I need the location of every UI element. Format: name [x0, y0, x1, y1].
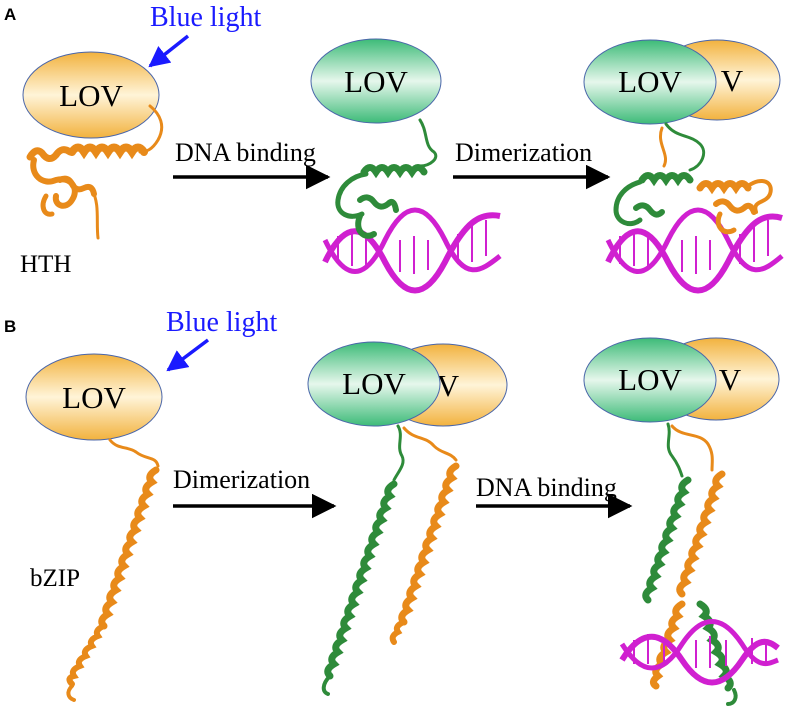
panel-b-bzip-orange-mid [389, 426, 460, 645]
panel-a-lov-lit-label: LOV [344, 64, 408, 99]
panel-b-blue-light-label: Blue light [166, 307, 277, 338]
panel-a-lov-dimer-label: LOV [618, 64, 682, 99]
panel-b-lov-dimer-label-right: LOV [618, 362, 682, 397]
panel-b-lov-dark-label: LOV [62, 380, 126, 415]
panel-a-dna-middle [322, 207, 502, 294]
panel-a-label: A [4, 5, 16, 24]
panel-a-lov-lit-ellipse [310, 38, 442, 124]
panel-a-lov-dark-ellipse [22, 51, 160, 139]
panel-a-domain-label: HTH [20, 251, 71, 278]
panel-b-lov-dark-ellipse [25, 353, 163, 441]
panel-b-bzip-protein [66, 438, 160, 702]
panel-b: B Blue light LOV bZIP Dimerization V LOV [4, 307, 780, 706]
panel-a-hth-protein [26, 104, 164, 240]
panel-a-blue-light-label: Blue light [150, 2, 261, 33]
panel-a-hth-protein-bound [335, 118, 438, 239]
panel-a: A Blue light LOV HTH DNA binding LOV [4, 2, 784, 294]
panel-b-step2-label: DNA binding [476, 473, 617, 502]
panel-a-dna-right [605, 207, 784, 294]
panel-b-label: B [4, 317, 16, 336]
panel-a-step2-label: Dimerization [455, 138, 592, 167]
panel-a-lov-dark-label: LOV [59, 78, 123, 113]
panel-b-lov-dimer-ellipse-right [583, 337, 717, 423]
panel-a-hth-dimer-green [613, 122, 706, 227]
panel-b-bzip-green-mid [321, 424, 405, 696]
panel-b-lov-dimer-ellipse-mid [307, 341, 441, 427]
panel-b-lov-partner-label-mid: V [437, 368, 460, 403]
panel-a-hth-dimer-orange [659, 126, 773, 235]
panel-a-lov-partner-label: V [721, 63, 744, 98]
panel-b-lov-partner-label-right: V [719, 362, 742, 397]
panel-b-domain-label: bZIP [30, 565, 80, 592]
panel-a-step1-label: DNA binding [175, 138, 316, 167]
panel-a-lov-dimer-ellipse [583, 39, 717, 125]
panel-b-step1-label: Dimerization [173, 465, 310, 494]
panel-b-dna-right [619, 619, 780, 686]
panel-b-blue-light-arrow [166, 338, 210, 372]
panel-b-lov-dimer-label-mid: LOV [342, 366, 406, 401]
panel-a-blue-light-arrow [148, 34, 190, 68]
